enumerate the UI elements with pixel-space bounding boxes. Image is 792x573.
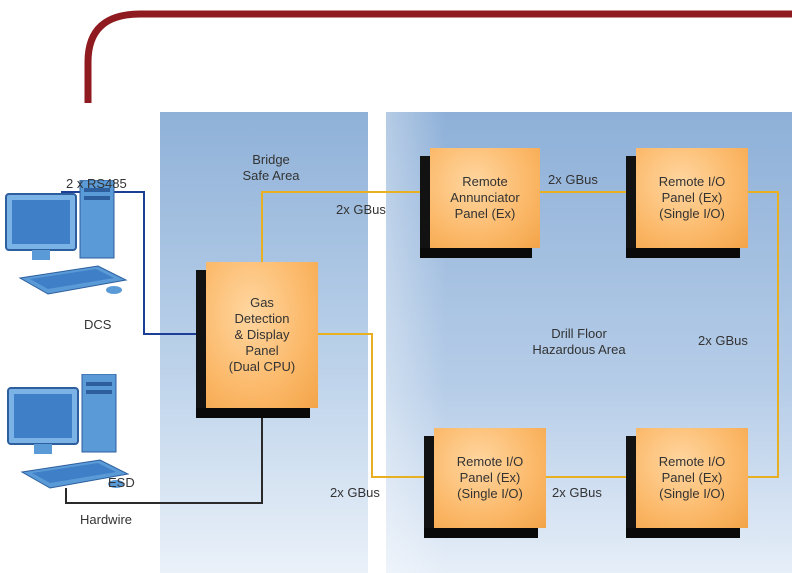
esd-label: ESD <box>108 475 135 490</box>
dcs-computer-icon <box>5 180 128 295</box>
gbus-label-to-bottom-mid: 2x GBus <box>330 485 380 500</box>
rs485-label: 2 x RS485 <box>66 176 127 191</box>
remote-io-panel-bottom-right: Remote I/O Panel (Ex) (Single I/O) <box>626 428 748 538</box>
remote-io-panel-bottom-right-label: Remote I/O Panel (Ex) (Single I/O) <box>658 454 726 501</box>
remote-annunciator-panel: Remote Annunciator Panel (Ex) <box>420 148 540 258</box>
bridge-zone-label: Bridge Safe Area <box>242 152 300 183</box>
hardwire-label: Hardwire <box>80 512 133 527</box>
esd-computer-icon <box>7 374 130 489</box>
dcs-label: DCS <box>84 317 112 332</box>
gbus-line-to-bottom-mid <box>318 333 428 478</box>
gas-detection-panel-label: Gas Detection & Display Panel (Dual CPU) <box>228 295 296 374</box>
remote-io-panel-bottom-mid: Remote I/O Panel (Ex) (Single I/O) <box>424 428 546 538</box>
gbus-label-top: 2x GBus <box>548 172 598 187</box>
gbus-label-to-annunciator: 2x GBus <box>336 202 386 217</box>
remote-io-panel-top-right: Remote I/O Panel (Ex) (Single I/O) <box>626 148 748 258</box>
remote-annunciator-panel-label: Remote Annunciator Panel (Ex) <box>450 174 520 221</box>
gbus-line-right <box>748 191 779 478</box>
remote-io-panel-bottom-mid-label: Remote I/O Panel (Ex) (Single I/O) <box>456 454 524 501</box>
hardwire-line <box>65 410 263 504</box>
gbus-line-to-annunciator <box>261 191 420 264</box>
gbus-label-right: 2x GBus <box>698 333 748 348</box>
gbus-label-bottom: 2x GBus <box>552 485 602 500</box>
drill-floor-zone-label: Drill Floor Hazardous Area <box>532 326 626 357</box>
remote-io-panel-top-right-label: Remote I/O Panel (Ex) (Single I/O) <box>658 174 726 221</box>
gas-detection-panel: Gas Detection & Display Panel (Dual CPU) <box>196 262 318 418</box>
